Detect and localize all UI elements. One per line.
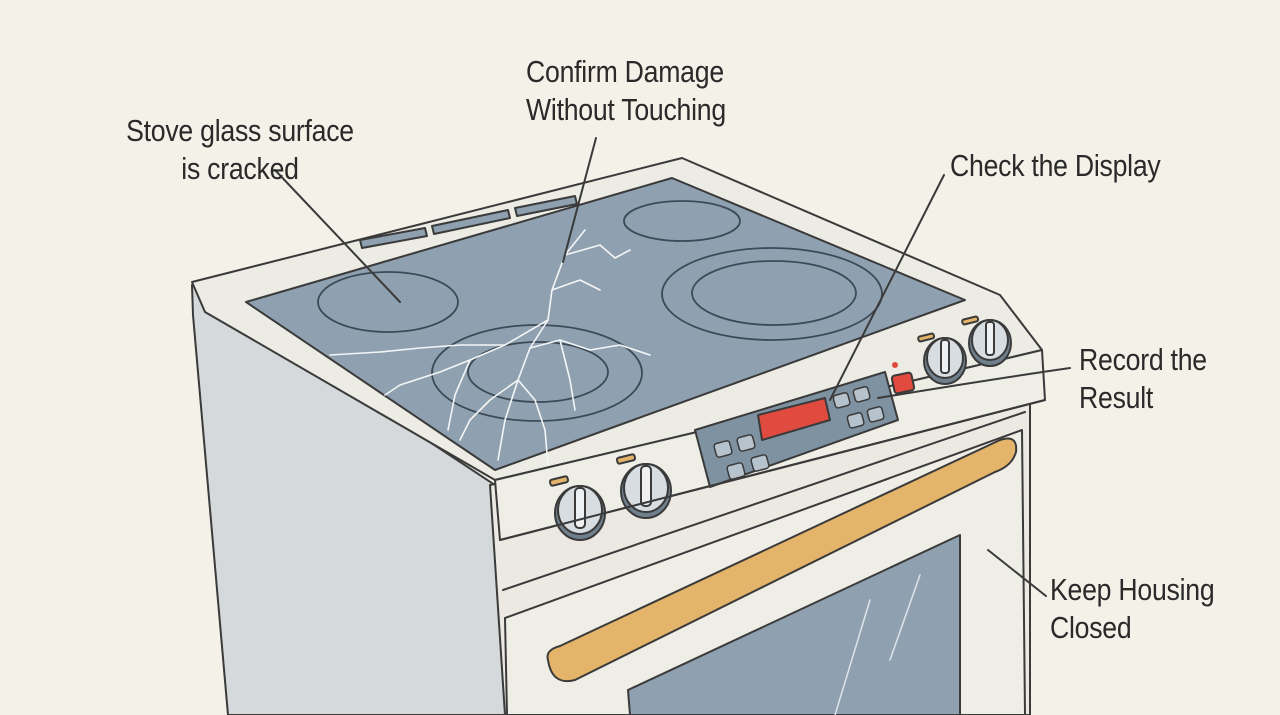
glass-cooktop (245, 177, 966, 471)
digital-display (757, 397, 831, 441)
leader-confirm-damage (562, 137, 597, 263)
arrow-button-icon (852, 386, 871, 403)
burner-back-left (317, 271, 459, 333)
label-record-result: Record the Result (1079, 342, 1207, 415)
arrow-button-icon (832, 392, 851, 409)
arrow-button-icon (736, 434, 756, 452)
arrow-button-icon (713, 440, 733, 458)
leader-record-result (877, 367, 1071, 399)
burners (317, 200, 883, 422)
stove-side-panel (191, 284, 513, 715)
control-buttons (713, 386, 885, 480)
knob-icon (554, 485, 606, 541)
label-check-display: Check the Display (950, 148, 1161, 183)
arrow-button-icon (750, 454, 770, 472)
label-confirm-damage: Confirm Damage Without Touching (526, 54, 726, 127)
knob-icon (923, 337, 967, 385)
burner-front-outer (431, 324, 643, 422)
power-button-icon (890, 371, 916, 395)
oven-handle (546, 437, 1018, 682)
oven-window (627, 534, 961, 715)
leader-keep-housing (987, 549, 1047, 597)
arrow-button-icon (846, 412, 865, 429)
knob-icon (620, 463, 672, 519)
label-cracked-surface: Stove glass surface is cracked (126, 113, 354, 186)
arrow-button-icon (726, 462, 746, 480)
label-keep-housing: Keep Housing Closed (1050, 572, 1215, 645)
leader-cracked-surface (274, 169, 401, 303)
burner-front-inner (467, 341, 609, 403)
rear-vents (359, 195, 578, 249)
indicator-light (892, 362, 898, 368)
knob-icon (968, 319, 1012, 367)
leader-check-display (829, 174, 945, 401)
burner-large-outer (661, 247, 883, 341)
burner-large-inner (691, 260, 857, 326)
arrow-button-icon (866, 406, 885, 423)
burner-back-right (623, 200, 741, 242)
window-reflection (834, 574, 921, 715)
leader-lines (274, 137, 1071, 597)
